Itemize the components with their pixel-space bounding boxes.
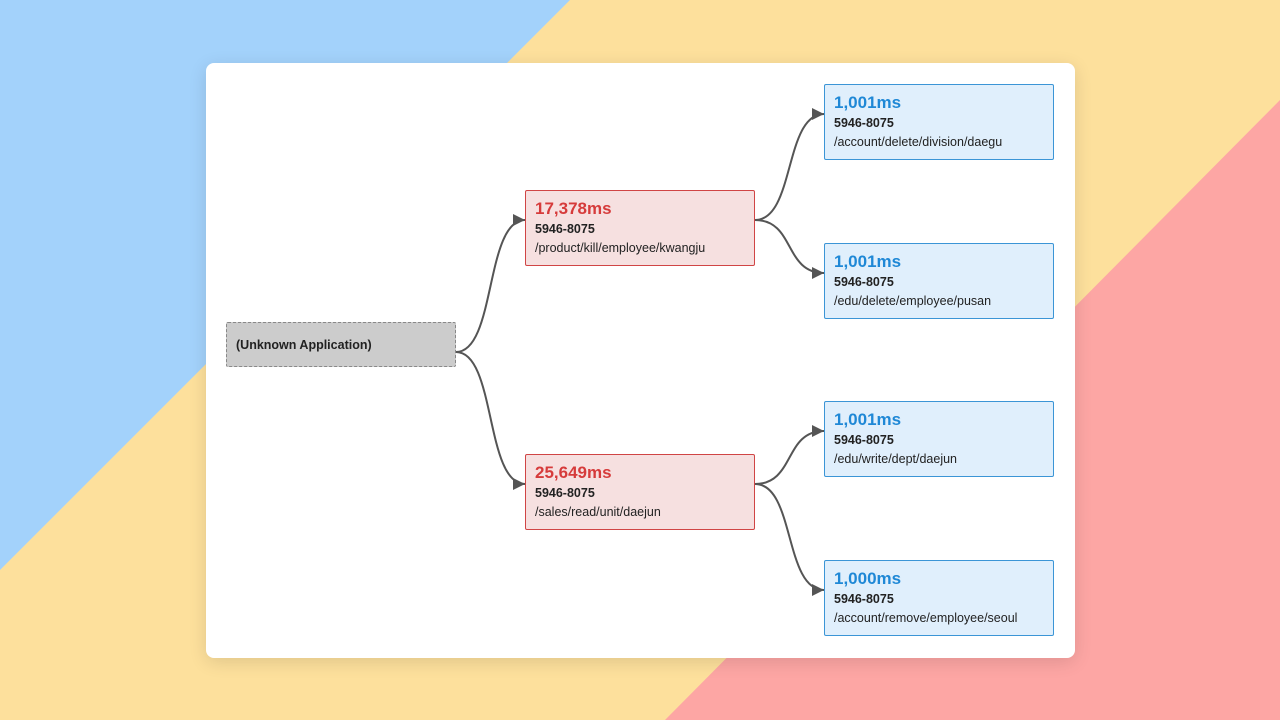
root-application-label: (Unknown Application) xyxy=(236,337,372,352)
subcall-id: 5946-8075 xyxy=(834,592,894,606)
link-call-1-to-subcall-2 xyxy=(754,219,825,279)
subcall-id: 5946-8075 xyxy=(834,433,894,447)
subcall-duration: 1,001ms xyxy=(834,93,902,112)
subcall-duration: 1,000ms xyxy=(834,569,902,588)
subcall-node-4[interactable]: 1,000ms 5946-8075 /account/remove/employ… xyxy=(824,560,1054,636)
call-path: /product/kill/employee/kwangju xyxy=(535,241,706,255)
trace-diagram-card: (Unknown Application) 17,378ms 5946-8075… xyxy=(206,63,1075,658)
subcall-id: 5946-8075 xyxy=(834,116,894,130)
subcall-path: /edu/write/dept/daejun xyxy=(834,452,958,466)
call-links xyxy=(455,108,825,596)
call-id: 5946-8075 xyxy=(535,486,595,500)
call-duration: 25,649ms xyxy=(535,463,612,482)
link-root-to-call-2 xyxy=(455,351,526,490)
link-root-to-call-1 xyxy=(455,214,526,353)
link-call-2-to-subcall-4 xyxy=(754,483,825,596)
call-id: 5946-8075 xyxy=(535,222,595,236)
call-path: /sales/read/unit/daejun xyxy=(535,505,661,519)
subcall-path: /account/delete/division/daegu xyxy=(834,135,1003,149)
subcall-node-3[interactable]: 1,001ms 5946-8075 /edu/write/dept/daejun xyxy=(824,401,1054,477)
subcall-node-2[interactable]: 1,001ms 5946-8075 /edu/delete/employee/p… xyxy=(824,243,1054,319)
subcall-duration: 1,001ms xyxy=(834,410,902,429)
subcall-duration: 1,001ms xyxy=(834,252,902,271)
call-node-2[interactable]: 25,649ms 5946-8075 /sales/read/unit/daej… xyxy=(525,454,755,530)
call-node-1[interactable]: 17,378ms 5946-8075 /product/kill/employe… xyxy=(525,190,755,266)
subcall-path: /account/remove/employee/seoul xyxy=(834,611,1018,625)
subcall-path: /edu/delete/employee/pusan xyxy=(834,294,992,308)
link-call-1-to-subcall-1 xyxy=(754,108,825,221)
subcall-node-1[interactable]: 1,001ms 5946-8075 /account/delete/divisi… xyxy=(824,84,1054,160)
root-application-node[interactable]: (Unknown Application) xyxy=(226,322,456,367)
subcall-id: 5946-8075 xyxy=(834,275,894,289)
call-duration: 17,378ms xyxy=(535,199,612,218)
link-call-2-to-subcall-3 xyxy=(754,425,825,485)
